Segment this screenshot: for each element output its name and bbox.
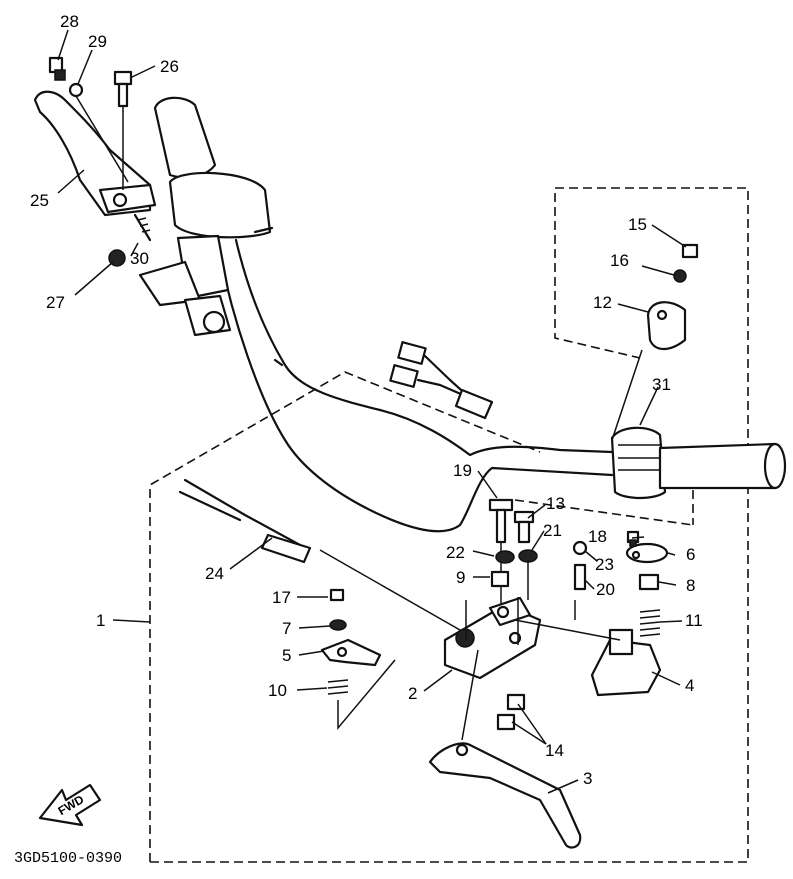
label-22: 22 — [446, 543, 465, 562]
label-29: 29 — [88, 32, 107, 51]
label-21: 21 — [543, 521, 562, 540]
label-9: 9 — [456, 568, 465, 587]
handlebar — [216, 238, 614, 533]
cable-cover — [611, 243, 699, 441]
cable-switch-parts — [320, 588, 396, 731]
label-20: 20 — [596, 580, 615, 599]
callout-labels: 28 29 26 25 30 27 15 16 12 31 19 13 21 2… — [30, 12, 703, 788]
label-27: 27 — [46, 293, 65, 312]
assembly-boundary-lines — [149, 187, 749, 863]
brake-lever — [428, 649, 582, 849]
label-30: 30 — [130, 249, 149, 268]
wire-connector — [389, 341, 494, 420]
label-28: 28 — [60, 12, 79, 31]
label-17: 17 — [272, 588, 291, 607]
leader-lines — [57, 29, 687, 794]
label-6: 6 — [686, 545, 695, 564]
label-13: 13 — [546, 494, 565, 513]
label-8: 8 — [686, 576, 695, 595]
label-16: 16 — [610, 251, 629, 270]
label-10: 10 — [268, 681, 287, 700]
diagram-code: 3GD5100-0390 — [14, 850, 122, 867]
label-15: 15 — [628, 215, 647, 234]
label-23: 23 — [595, 555, 614, 574]
label-14: 14 — [545, 741, 564, 760]
lever-nuts — [496, 693, 526, 731]
label-3: 3 — [583, 769, 592, 788]
forward-arrow-icon: FWD — [38, 783, 102, 827]
label-25: 25 — [30, 191, 49, 210]
front-brake-switch-body — [514, 619, 662, 697]
label-18: 18 — [588, 527, 607, 546]
label-7: 7 — [282, 619, 291, 638]
clutch-lever — [33, 90, 157, 217]
label-5: 5 — [282, 646, 291, 665]
switch-hardware — [572, 530, 669, 637]
label-24: 24 — [205, 564, 224, 583]
label-12: 12 — [593, 293, 612, 312]
label-2: 2 — [408, 684, 417, 703]
throttle-grip-assembly — [610, 426, 787, 500]
left-grip-assembly — [138, 96, 274, 337]
label-4: 4 — [685, 676, 694, 695]
label-11: 11 — [685, 611, 703, 630]
brake-light-switch-cable — [178, 478, 461, 631]
lever-holder — [443, 596, 542, 680]
label-1: 1 — [96, 611, 105, 630]
washers-and-nuts — [490, 549, 538, 600]
label-26: 26 — [160, 57, 179, 76]
label-19: 19 — [453, 461, 472, 480]
label-31: 31 — [652, 375, 671, 394]
